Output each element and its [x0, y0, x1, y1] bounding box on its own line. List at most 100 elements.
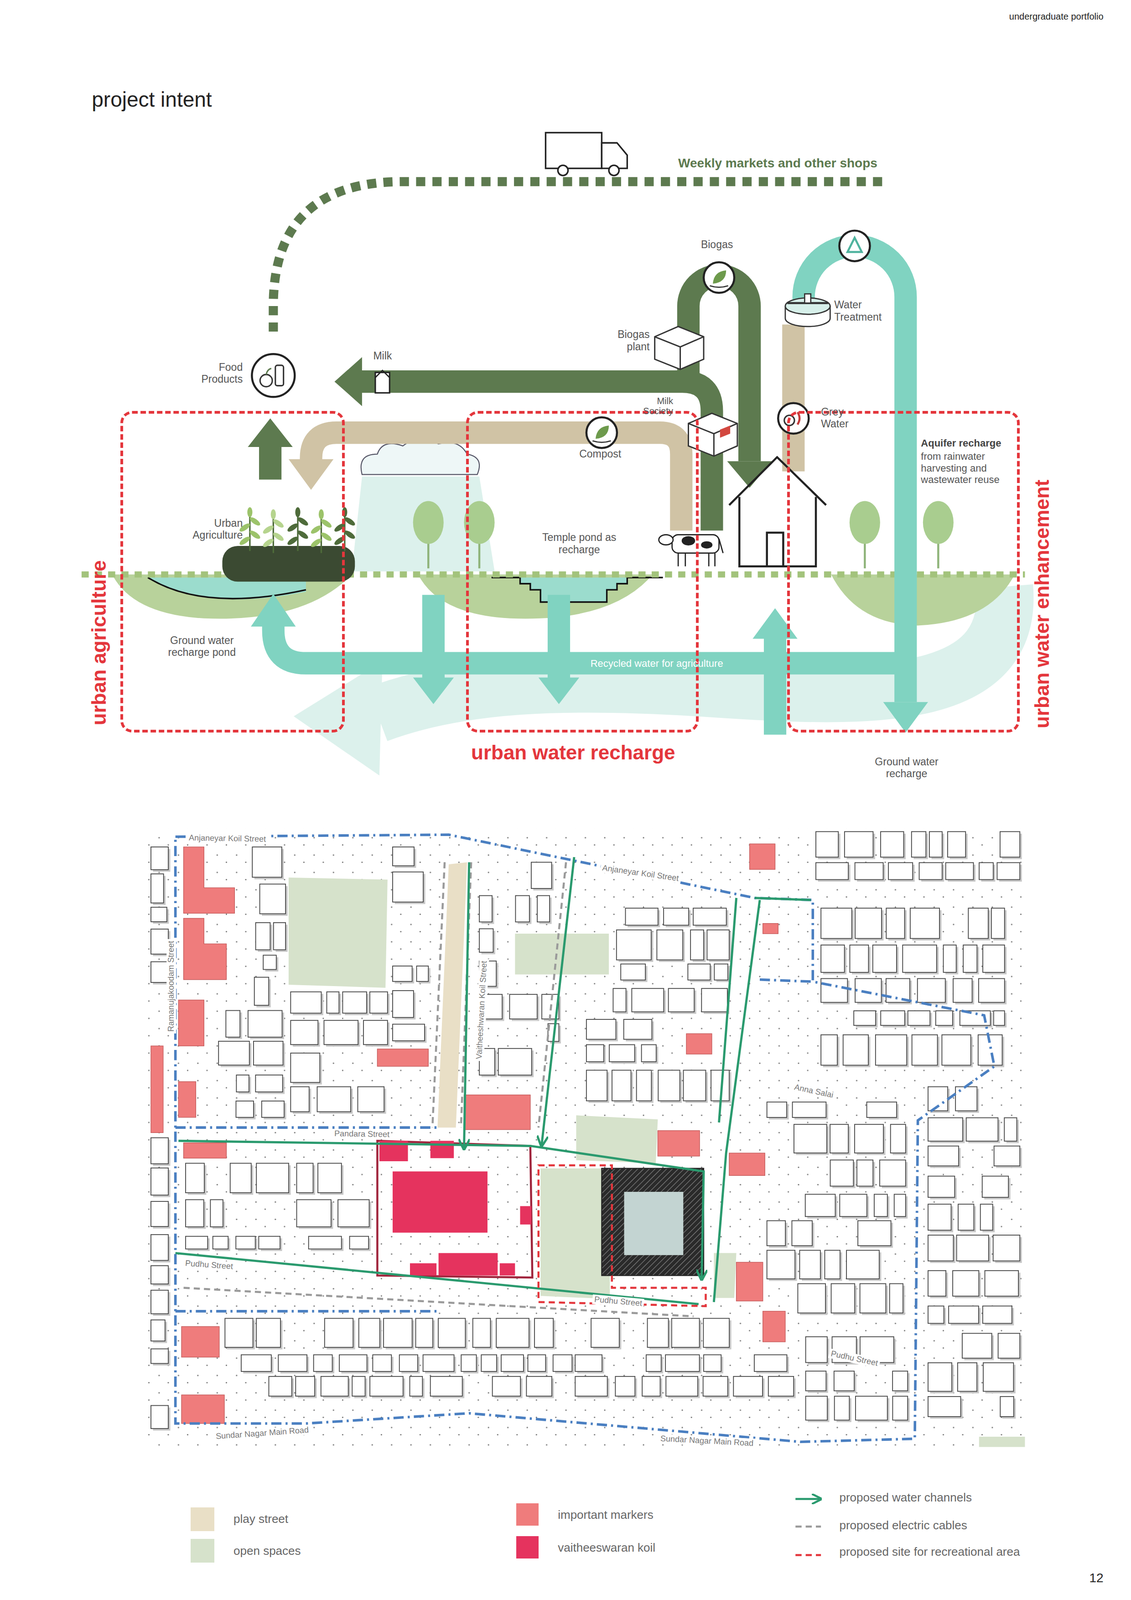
building [150, 1405, 169, 1429]
building [714, 964, 728, 981]
temple-tank [601, 1168, 704, 1276]
building [880, 831, 904, 857]
building [767, 1101, 787, 1118]
cube-icons [654, 326, 704, 370]
icon-glyphs [592, 440, 611, 442]
building [857, 1220, 891, 1246]
building [392, 990, 414, 1018]
flow-label: Food Products [187, 361, 243, 386]
illustration-label: Ground water recharge [867, 755, 946, 780]
zone-heading: urban water enhancement [1030, 479, 1054, 728]
building [928, 1270, 946, 1297]
water-channels [541, 856, 575, 1146]
round-icons [251, 230, 870, 449]
building [609, 1044, 635, 1062]
building [846, 1250, 880, 1279]
building [805, 1336, 828, 1363]
flow-label: Milk [373, 349, 392, 362]
round-icons [251, 353, 295, 397]
zone-heading: urban water recharge [471, 741, 676, 765]
flow-bands [270, 245, 906, 735]
water-flow-background [293, 661, 383, 776]
building [879, 1159, 906, 1186]
building [623, 1019, 653, 1040]
building [820, 907, 852, 939]
building [150, 928, 169, 955]
building [255, 922, 271, 950]
round-icons [703, 262, 735, 293]
important-markers [150, 1045, 164, 1133]
building [958, 1203, 974, 1230]
building [968, 907, 989, 939]
building [690, 929, 704, 960]
building [349, 1236, 369, 1250]
building [150, 1348, 169, 1364]
building [957, 1362, 977, 1392]
water-channels [463, 861, 469, 1149]
building [295, 1376, 315, 1396]
cow [677, 553, 680, 567]
building [479, 928, 493, 952]
building [268, 1376, 292, 1396]
flow-label: Grey Water [820, 405, 865, 431]
legend-swatch [516, 1503, 539, 1526]
building [791, 1220, 813, 1246]
building [978, 978, 1005, 1003]
important-markers [762, 923, 779, 934]
icon-glyphs [266, 368, 272, 375]
cube-icons [654, 336, 704, 370]
building [323, 1020, 358, 1045]
building [998, 1333, 1021, 1358]
building [805, 1370, 827, 1391]
building [767, 1250, 795, 1279]
building [805, 1395, 828, 1420]
building [326, 991, 339, 1014]
flow-arrowheads [247, 357, 929, 733]
page-number: 12 [1089, 1570, 1104, 1586]
building [642, 1376, 660, 1396]
building [210, 1199, 224, 1227]
truck-icon [545, 132, 602, 169]
building [290, 1053, 320, 1083]
flow-label: Weekly markets and other shops [678, 155, 878, 171]
building [889, 1283, 903, 1313]
important-markers [463, 1094, 530, 1130]
building [352, 1376, 365, 1396]
building [150, 1265, 169, 1284]
neighbourhood-boundary [175, 834, 995, 1442]
building [983, 1362, 1014, 1392]
building [636, 1069, 652, 1101]
building [225, 1010, 240, 1038]
map-ground [147, 828, 1025, 1448]
important-markers [377, 1048, 429, 1067]
building [620, 964, 646, 981]
building [150, 1234, 169, 1261]
icon-glyphs [375, 370, 390, 378]
cloud [361, 439, 480, 475]
building [575, 1354, 602, 1371]
building [150, 1137, 169, 1164]
house [767, 532, 784, 567]
legend-line-samples [795, 1553, 821, 1556]
legend-swatch [190, 1507, 214, 1531]
building [290, 1086, 309, 1112]
building [953, 978, 973, 1003]
legend-text: proposed electric cables [839, 1518, 967, 1533]
round-icons [839, 230, 870, 262]
trees [923, 500, 954, 569]
temple-complex [409, 1263, 437, 1276]
building [985, 1270, 1019, 1297]
building [824, 1250, 841, 1279]
building [534, 1318, 554, 1348]
water-channels [754, 897, 811, 900]
building [273, 922, 286, 950]
building [856, 1159, 873, 1186]
building [912, 1034, 938, 1066]
important-markers [181, 1394, 225, 1424]
legend-text: vaitheeswaran koil [557, 1540, 656, 1555]
flow-arrowheads [538, 677, 580, 705]
building [586, 1069, 608, 1101]
building [492, 1376, 521, 1396]
building [212, 1236, 229, 1250]
building [844, 831, 874, 857]
